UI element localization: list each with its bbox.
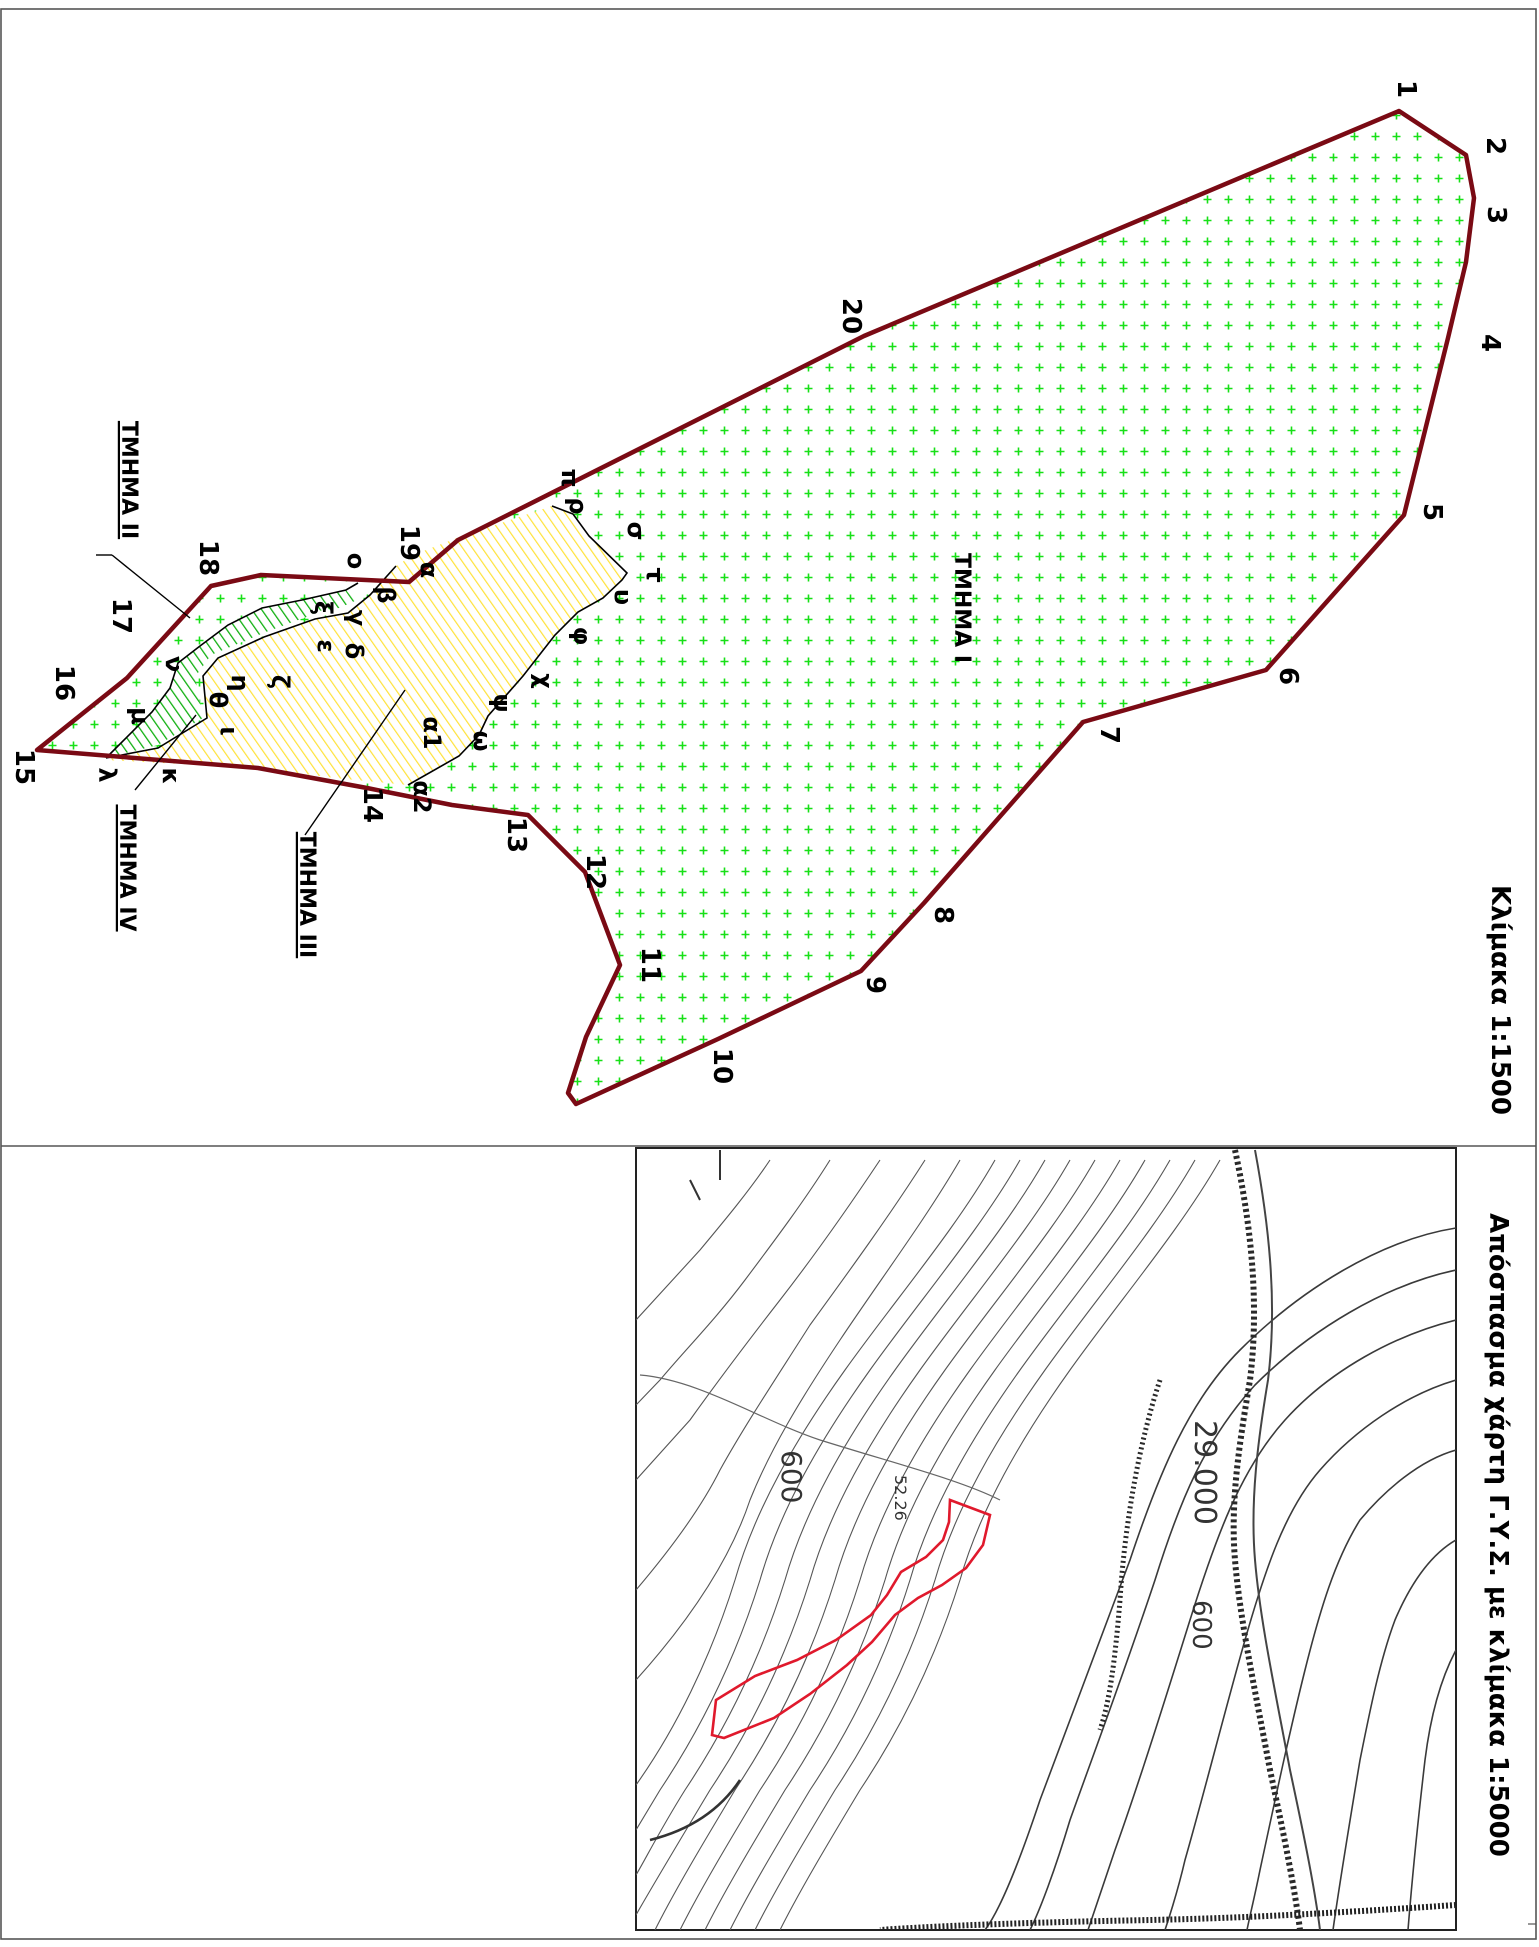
vertex-label: 2: [1480, 137, 1510, 155]
inner-point-label: λ: [93, 767, 121, 782]
inner-point-labels: π ρ σ τ υ φ χ ψ ω α1 α2 α β γ δ ε ζ η θ …: [93, 469, 669, 814]
parcel-plan: [34, 108, 1477, 1107]
contour-label: 600: [1186, 1600, 1216, 1650]
inner-point-label: ρ: [564, 497, 592, 514]
inner-point-label: ε: [312, 639, 340, 652]
topographic-map-extract: 29.000 600 600 52.26: [635, 1147, 1457, 1931]
inner-point-label: ζ: [266, 675, 294, 689]
contour-label: 29.000: [1187, 1420, 1222, 1525]
vertex-label: 17: [106, 598, 136, 634]
section-1-area: [37, 111, 1474, 1104]
map-extract-title: Απόσπασμα χάρτη Γ.Υ.Σ. με κλίμακα 1:5000: [1483, 1213, 1513, 1857]
vertex-label: 13: [501, 817, 531, 853]
vertex-label: 9: [860, 976, 890, 994]
inner-point-label: α2: [408, 780, 436, 813]
section-1-label: ΤΜΗΜΑ Ι: [949, 553, 974, 663]
plan-scale-title: Κλίμακα 1:1500: [1485, 885, 1515, 1115]
vertex-label: 8: [928, 906, 958, 924]
inner-point-label: σ: [622, 522, 650, 541]
inner-point-label: υ: [609, 589, 637, 605]
inner-point-label: κ: [157, 767, 185, 784]
vertex-label: 19: [394, 525, 424, 561]
vertex-label: 10: [707, 1048, 737, 1084]
inner-point-label: θ: [204, 692, 232, 709]
inner-point-label: α: [415, 562, 443, 579]
parcel-boundary: [34, 108, 1477, 1107]
inner-point-label: τ: [641, 567, 669, 582]
inner-point-label: ψ: [488, 693, 516, 712]
vertex-label: 16: [49, 665, 79, 701]
vertex-labels: 1 2 3 4 5 6 7 8 9 10 11 12 13 14 15 16 1…: [9, 80, 1511, 1084]
inner-point-label: ω: [468, 731, 496, 752]
inner-point-label: χ: [530, 673, 558, 688]
parcel-outline-on-map: [710, 1498, 992, 1740]
vertex-label: 1: [1391, 80, 1421, 98]
inner-point-label: γ: [343, 610, 371, 626]
inner-point-label: β: [372, 586, 400, 603]
vertex-label: 15: [9, 749, 39, 785]
inner-point-label: α1: [418, 716, 446, 749]
inner-point-label: π: [556, 469, 584, 488]
inner-point-label: ι: [215, 726, 243, 735]
vertex-label: 20: [836, 298, 866, 334]
vertex-label: 12: [580, 854, 610, 890]
inner-point-label: ν: [160, 656, 188, 672]
section-4-label: ΤΜΗΜΑ ΙV: [114, 804, 139, 931]
vertex-label: 7: [1094, 726, 1124, 744]
section-2-label: ΤΜΗΜΑ ΙΙ: [116, 421, 141, 539]
inner-point-label: ξ: [309, 601, 337, 615]
sheet-frame: [0, 8, 1537, 1940]
inner-point-label: δ: [340, 643, 368, 660]
vertex-label: 3: [1481, 206, 1511, 224]
vertex-label: 18: [193, 540, 223, 576]
map-extract-frame: [635, 1147, 1457, 1931]
section-3-label: ΤΜΗΜΑ ΙΙΙ: [294, 832, 319, 958]
contour-label: 52.26: [891, 1475, 910, 1521]
contour-label: 600: [775, 1450, 808, 1503]
vertex-label: 5: [1417, 503, 1447, 521]
inner-point-label: φ: [568, 627, 596, 646]
vertex-label: 6: [1273, 667, 1303, 685]
vertex-label: 4: [1475, 334, 1505, 352]
vertex-label: 11: [635, 947, 665, 983]
inner-point-label: μ: [126, 707, 154, 725]
inner-point-label: ο: [342, 553, 370, 570]
vertex-label: 14: [357, 787, 387, 823]
inner-point-label: η: [226, 674, 254, 691]
section-labels: ΤΜΗΜΑ Ι ΤΜΗΜΑ ΙΙ ΤΜΗΜΑ ΙΙΙ ΤΜΗΜΑ ΙV: [114, 421, 974, 958]
